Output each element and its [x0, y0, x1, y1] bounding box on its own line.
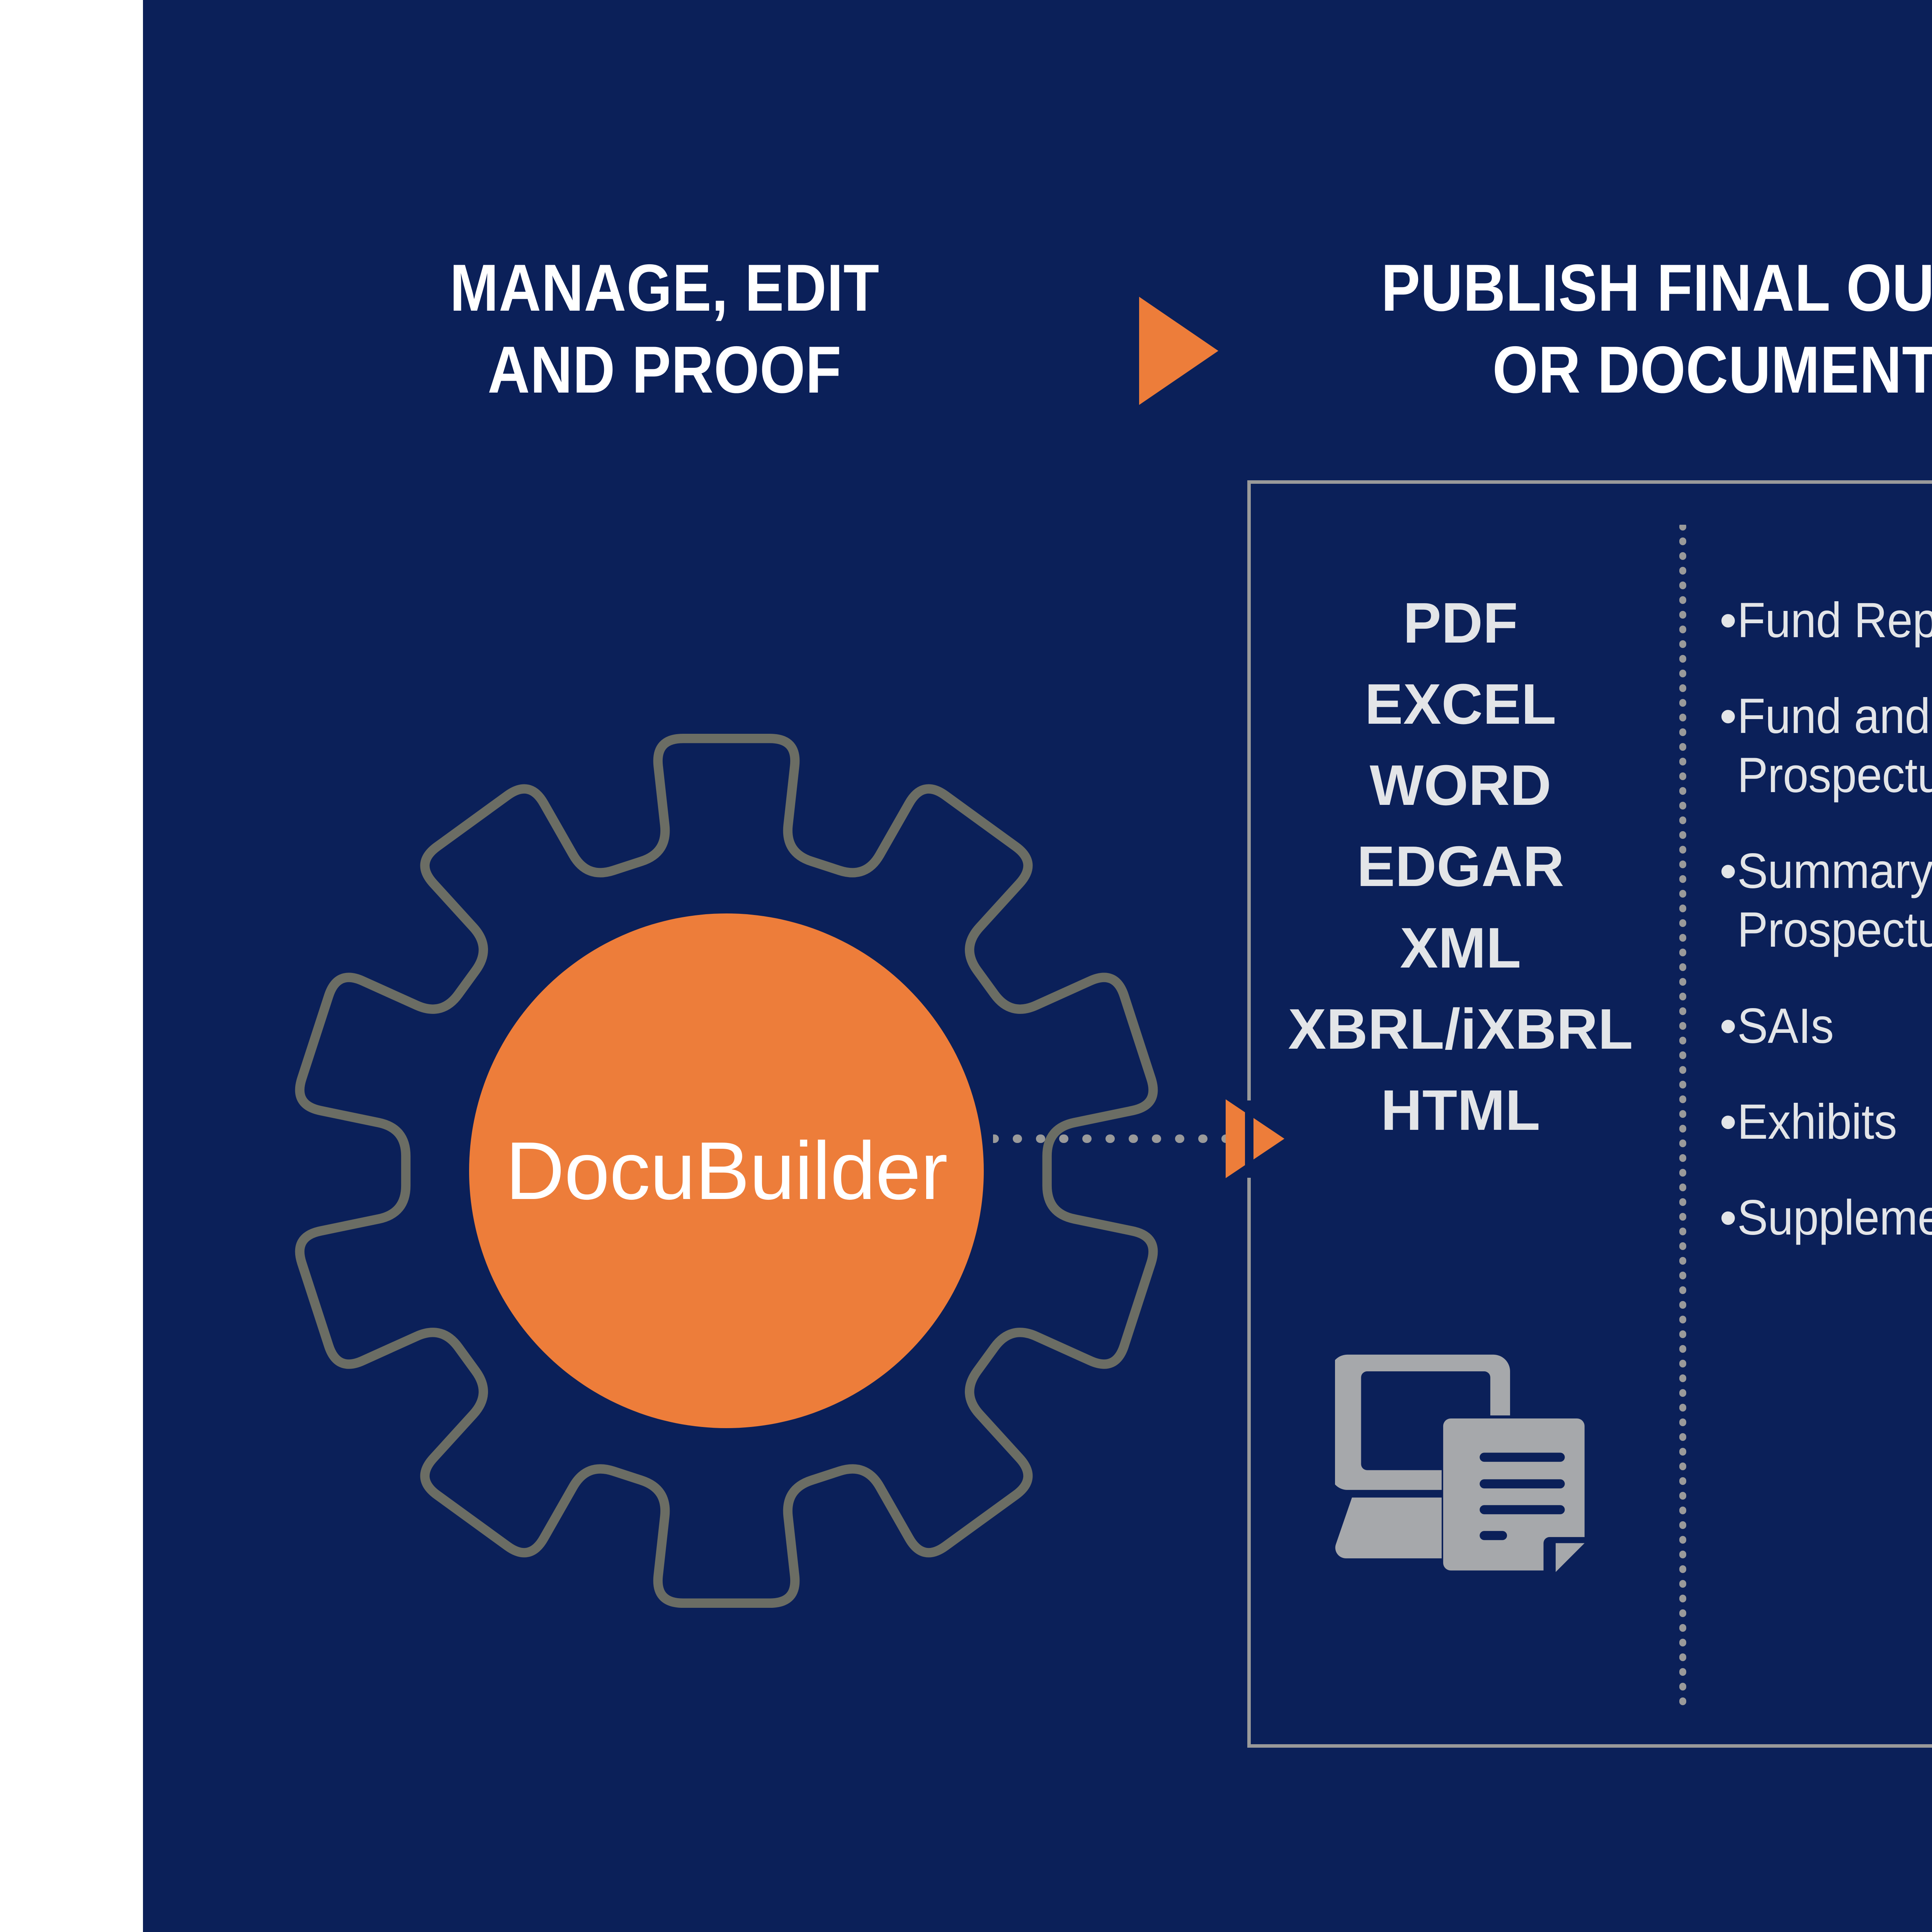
list-item: • Summary Prospectuses [1719, 842, 1932, 960]
laptop-document-icon [1335, 1349, 1594, 1580]
list-item-label: Fund and UCITS Prospectuses [1737, 689, 1932, 803]
list-item-label: Summary Prospectuses [1737, 843, 1932, 958]
bullet-icon: • [1719, 843, 1737, 899]
triangle-right-icon-connector [1226, 1099, 1284, 1178]
format-item: HTML [1381, 1078, 1541, 1142]
panel-arrow-notch [1245, 1100, 1253, 1178]
list-item-label: Fund Reports [1737, 593, 1932, 648]
dotted-line-icon-connector [993, 1134, 1248, 1143]
format-item: PDF [1403, 591, 1518, 655]
list-item-label: SAIs [1737, 998, 1834, 1054]
header-manage-edit-proof: MANAGE, EDIT AND PROOF [449, 251, 880, 407]
bullet-icon: • [1719, 998, 1737, 1054]
format-item: XBRL/iXBRL [1288, 997, 1633, 1061]
list-item: • Exhibits [1719, 1093, 1932, 1151]
bullet-icon: • [1719, 593, 1737, 648]
bullet-icon: • [1719, 689, 1737, 744]
document-type-list: • Fund Reports • Fund and UCITS Prospect… [1719, 591, 1932, 1285]
list-item: • Supplements [1719, 1189, 1932, 1247]
format-item: EXCEL [1365, 672, 1556, 736]
header-publish-final-output: PUBLISH FINAL OUTPUT OR DOCUMENTS [1381, 251, 1932, 407]
bullet-icon: • [1719, 1094, 1737, 1150]
list-item: • Fund Reports [1719, 591, 1932, 650]
format-item: EDGAR [1357, 835, 1565, 899]
list-item: • SAIs [1719, 997, 1932, 1056]
output-format-list: PDF EXCEL WORD EDGAR XML XBRL/iXBRL HTML [1258, 583, 1663, 1151]
list-item: • Fund and UCITS Prospectuses [1719, 687, 1932, 805]
format-item: XML [1400, 916, 1521, 980]
dotted-divider-icon [1679, 525, 1687, 1707]
format-item: WORD [1369, 753, 1552, 818]
list-item-label: Supplements [1737, 1190, 1932, 1246]
bullet-icon: • [1719, 1190, 1737, 1246]
triangle-right-icon-header [1139, 297, 1218, 405]
list-item-label: Exhibits [1737, 1094, 1897, 1150]
gear-icon [205, 649, 1248, 1692]
navy-background-panel [143, 0, 1932, 1932]
